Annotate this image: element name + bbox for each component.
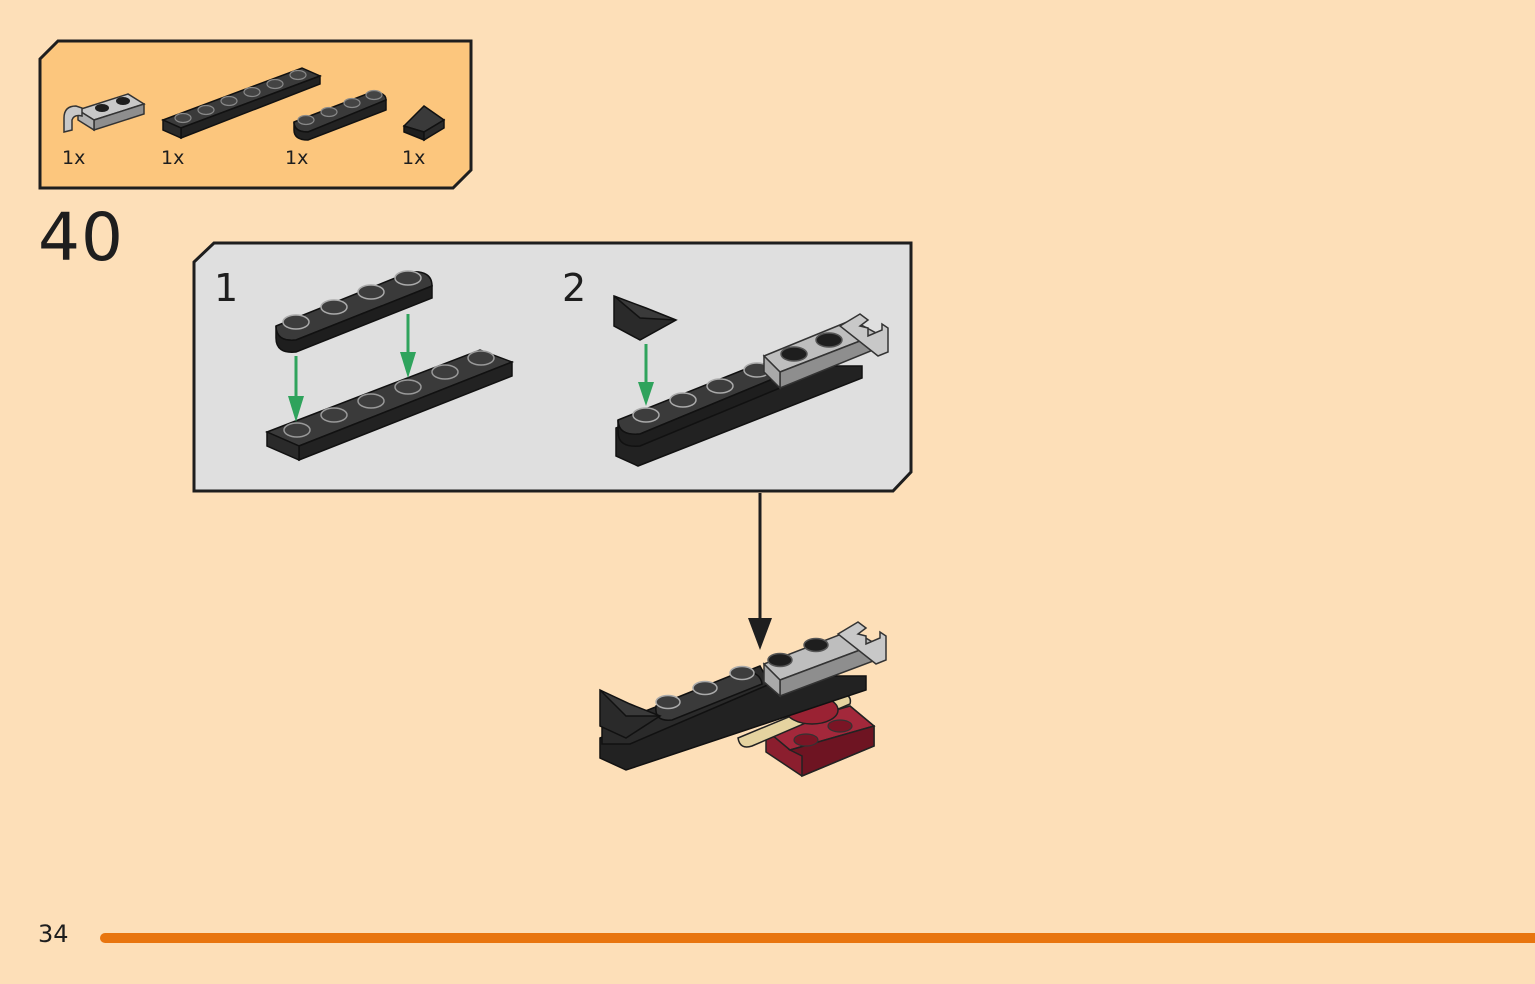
- assembly-result-illustration: [599, 621, 887, 778]
- part-quantity: 1x: [161, 147, 184, 169]
- footer-divider-line: [100, 933, 1535, 943]
- part-gray-plate-with-clip-icon: [63, 93, 146, 133]
- connector-arrow: [748, 493, 772, 650]
- part-black-plate-1x6-icon: [161, 67, 322, 140]
- step-number: 40: [38, 199, 124, 276]
- substep-label: 2: [562, 266, 587, 310]
- part-black-plate-1x4-icon: [293, 89, 387, 141]
- substep-2-illustration: [613, 294, 889, 467]
- page-number: 34: [38, 920, 69, 948]
- part-quantity: 1x: [285, 147, 308, 169]
- substep-label: 1: [214, 266, 239, 310]
- part-quantity: 1x: [62, 147, 85, 169]
- parts-list-box: 1x 1x 1x 1x: [38, 39, 473, 190]
- part-quantity: 1x: [402, 147, 425, 169]
- part-black-slope-icon: [402, 105, 446, 142]
- substep-1-illustration: [265, 270, 515, 462]
